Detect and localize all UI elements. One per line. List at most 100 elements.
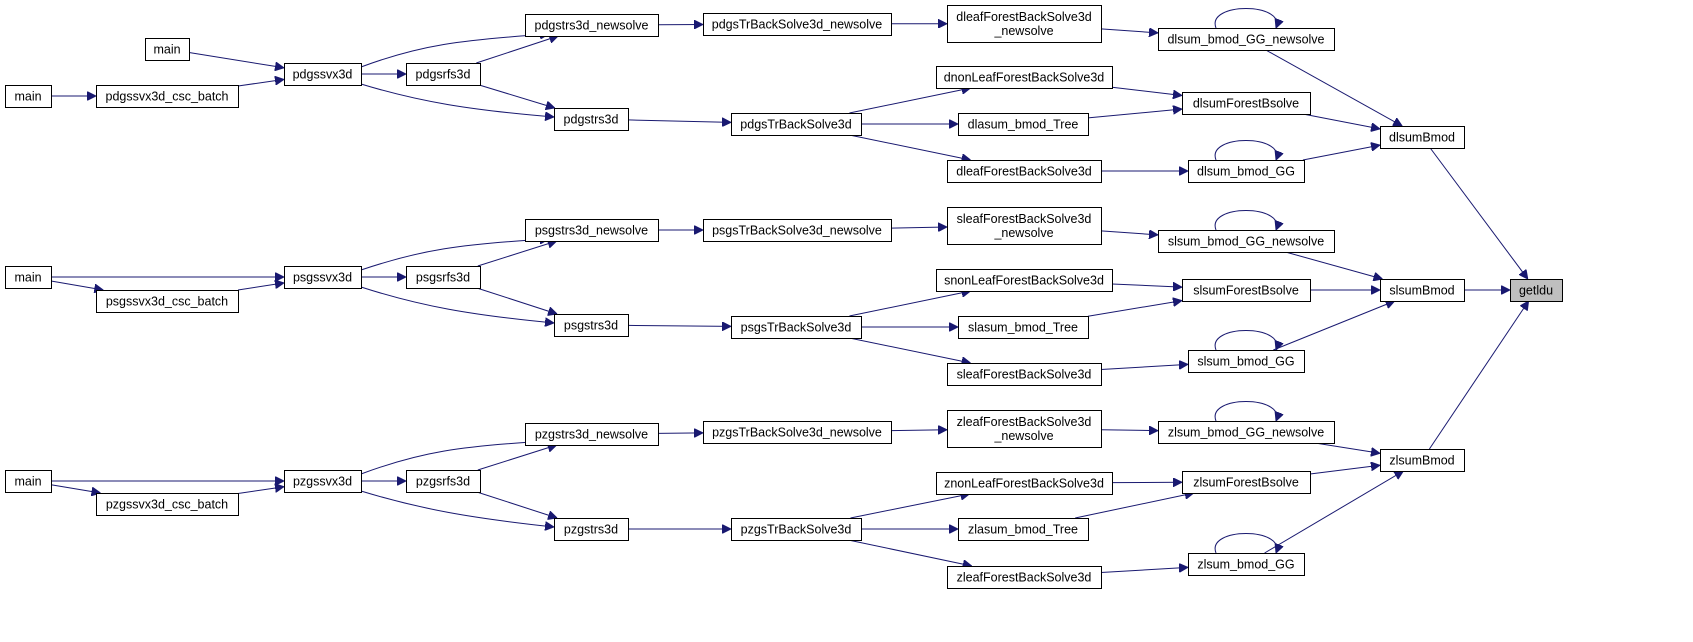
node-pzgstrs3d[interactable]: pzgstrs3d	[554, 518, 629, 541]
node-box[interactable]	[731, 113, 862, 136]
node-slsumBmod[interactable]: slsumBmod	[1380, 279, 1465, 302]
node-box[interactable]	[1380, 279, 1465, 302]
node-box[interactable]	[284, 63, 362, 86]
node-snonLeafForestBackSolve3d[interactable]: snonLeafForestBackSolve3d	[936, 269, 1113, 292]
node-box[interactable]	[406, 266, 481, 289]
node-box[interactable]	[1510, 279, 1563, 302]
node-box[interactable]	[554, 108, 629, 131]
node-box[interactable]	[1380, 449, 1465, 472]
node-box[interactable]	[947, 410, 1102, 448]
node-box[interactable]	[1182, 471, 1311, 494]
node-box[interactable]	[703, 219, 892, 242]
node-pdgsTrBackSolve3d[interactable]: pdgsTrBackSolve3d	[731, 113, 862, 136]
node-box[interactable]	[1182, 92, 1311, 115]
node-box[interactable]	[5, 85, 52, 108]
node-box[interactable]	[284, 470, 362, 493]
node-box[interactable]	[5, 470, 52, 493]
node-box[interactable]	[947, 207, 1102, 245]
node-box[interactable]	[554, 518, 629, 541]
node-box[interactable]	[947, 5, 1102, 43]
node-box[interactable]	[554, 314, 629, 337]
node-zlsum-bmod-GG[interactable]: zlsum_bmod_GG	[1188, 553, 1305, 576]
node-zlsum-bmod-GG-newsolve[interactable]: zlsum_bmod_GG_newsolve	[1158, 421, 1335, 444]
node-main-s[interactable]: main	[5, 266, 52, 289]
node-box[interactable]	[1158, 421, 1335, 444]
node-pdgsTrBackSolve3d-newsolve[interactable]: pdgsTrBackSolve3d_newsolve	[703, 13, 892, 36]
node-box[interactable]	[1158, 230, 1335, 253]
node-psgsrfs3d[interactable]: psgsrfs3d	[406, 266, 481, 289]
node-box[interactable]	[958, 113, 1089, 136]
node-box[interactable]	[947, 160, 1102, 183]
node-box[interactable]	[1182, 279, 1311, 302]
node-box[interactable]	[1380, 126, 1465, 149]
node-pdgssvx3d[interactable]: pdgssvx3d	[284, 63, 362, 86]
node-box[interactable]	[947, 363, 1102, 386]
node-main-z[interactable]: main	[5, 470, 52, 493]
node-slsum-bmod-GG[interactable]: slsum_bmod_GG	[1188, 350, 1305, 373]
node-slasum-bmod-Tree[interactable]: slasum_bmod_Tree	[958, 316, 1089, 339]
node-box[interactable]	[936, 472, 1113, 495]
node-pzgsrfs3d[interactable]: pzgsrfs3d	[406, 470, 481, 493]
node-box[interactable]	[1158, 28, 1335, 51]
node-box[interactable]	[703, 421, 892, 444]
node-box[interactable]	[1188, 553, 1305, 576]
node-box[interactable]	[525, 219, 659, 242]
node-dleafForestBackSolve3d[interactable]: dleafForestBackSolve3d	[947, 160, 1102, 183]
node-pdgsrfs3d[interactable]: pdgsrfs3d	[406, 63, 481, 86]
node-pzgsTrBackSolve3d[interactable]: pzgsTrBackSolve3d	[731, 518, 862, 541]
node-dlsum-bmod-GG[interactable]: dlsum_bmod_GG	[1188, 160, 1305, 183]
node-psgstrs3d-newsolve[interactable]: psgstrs3d_newsolve	[525, 219, 659, 242]
node-psgstrs3d[interactable]: psgstrs3d	[554, 314, 629, 337]
node-box[interactable]	[958, 316, 1089, 339]
node-box[interactable]	[96, 493, 239, 516]
node-box[interactable]	[96, 290, 239, 313]
node-psgssvx3d[interactable]: psgssvx3d	[284, 266, 362, 289]
node-sleafForestBackSolve3d[interactable]: sleafForestBackSolve3d	[947, 363, 1102, 386]
node-main-d2[interactable]: main	[5, 85, 52, 108]
node-box[interactable]	[145, 38, 190, 61]
node-box[interactable]	[947, 566, 1102, 589]
node-psgsTrBackSolve3d-newsolve[interactable]: psgsTrBackSolve3d_newsolve	[703, 219, 892, 242]
node-pdgstrs3d-newsolve[interactable]: pdgstrs3d_newsolve	[525, 14, 659, 37]
node-box[interactable]	[406, 470, 481, 493]
node-slsumForestBsolve[interactable]: slsumForestBsolve	[1182, 279, 1311, 302]
node-box[interactable]	[731, 518, 862, 541]
node-pzgssvx3d-csc-batch[interactable]: pzgssvx3d_csc_batch	[96, 493, 239, 516]
node-box[interactable]	[731, 316, 862, 339]
node-box[interactable]	[96, 85, 239, 108]
node-pdgstrs3d[interactable]: pdgstrs3d	[554, 108, 629, 131]
node-slsum-bmod-GG-newsolve[interactable]: slsum_bmod_GG_newsolve	[1158, 230, 1335, 253]
node-box[interactable]	[284, 266, 362, 289]
node-zlasum-bmod-Tree[interactable]: zlasum_bmod_Tree	[958, 518, 1089, 541]
node-box[interactable]	[703, 13, 892, 36]
node-pzgssvx3d[interactable]: pzgssvx3d	[284, 470, 362, 493]
node-zlsumForestBsolve[interactable]: zlsumForestBsolve	[1182, 471, 1311, 494]
node-sleafForestBackSolve3d-newsolve[interactable]: sleafForestBackSolve3d_newsolve	[947, 207, 1102, 245]
node-dlsumBmod[interactable]: dlsumBmod	[1380, 126, 1465, 149]
node-box[interactable]	[1188, 350, 1305, 373]
node-pzgstrs3d-newsolve[interactable]: pzgstrs3d_newsolve	[525, 423, 659, 446]
node-dleafForestBackSolve3d-newsolve[interactable]: dleafForestBackSolve3d_newsolve	[947, 5, 1102, 43]
node-box[interactable]	[525, 423, 659, 446]
node-pdgssvx3d-csc-batch[interactable]: pdgssvx3d_csc_batch	[96, 85, 239, 108]
node-box[interactable]	[936, 66, 1113, 89]
node-dlasum-bmod-Tree[interactable]: dlasum_bmod_Tree	[958, 113, 1089, 136]
node-box[interactable]	[406, 63, 481, 86]
node-dlsum-bmod-GG-newsolve[interactable]: dlsum_bmod_GG_newsolve	[1158, 28, 1335, 51]
node-box[interactable]	[936, 269, 1113, 292]
node-dlsumForestBsolve[interactable]: dlsumForestBsolve	[1182, 92, 1311, 115]
node-main-d1[interactable]: main	[145, 38, 190, 61]
node-dnonLeafForestBackSolve3d[interactable]: dnonLeafForestBackSolve3d	[936, 66, 1113, 89]
node-psgsTrBackSolve3d[interactable]: psgsTrBackSolve3d	[731, 316, 862, 339]
node-box[interactable]	[5, 266, 52, 289]
node-pzgsTrBackSolve3d-newsolve[interactable]: pzgsTrBackSolve3d_newsolve	[703, 421, 892, 444]
node-box[interactable]	[958, 518, 1089, 541]
node-zleafForestBackSolve3d[interactable]: zleafForestBackSolve3d	[947, 566, 1102, 589]
node-psgssvx3d-csc-batch[interactable]: psgssvx3d_csc_batch	[96, 290, 239, 313]
node-znonLeafForestBackSolve3d[interactable]: znonLeafForestBackSolve3d	[936, 472, 1113, 495]
node-box[interactable]	[525, 14, 659, 37]
node-box[interactable]	[1188, 160, 1305, 183]
node-getldu[interactable]: getldu	[1510, 279, 1563, 302]
node-zleafForestBackSolve3d-newsolve[interactable]: zleafForestBackSolve3d_newsolve	[947, 410, 1102, 448]
node-zlsumBmod[interactable]: zlsumBmod	[1380, 449, 1465, 472]
